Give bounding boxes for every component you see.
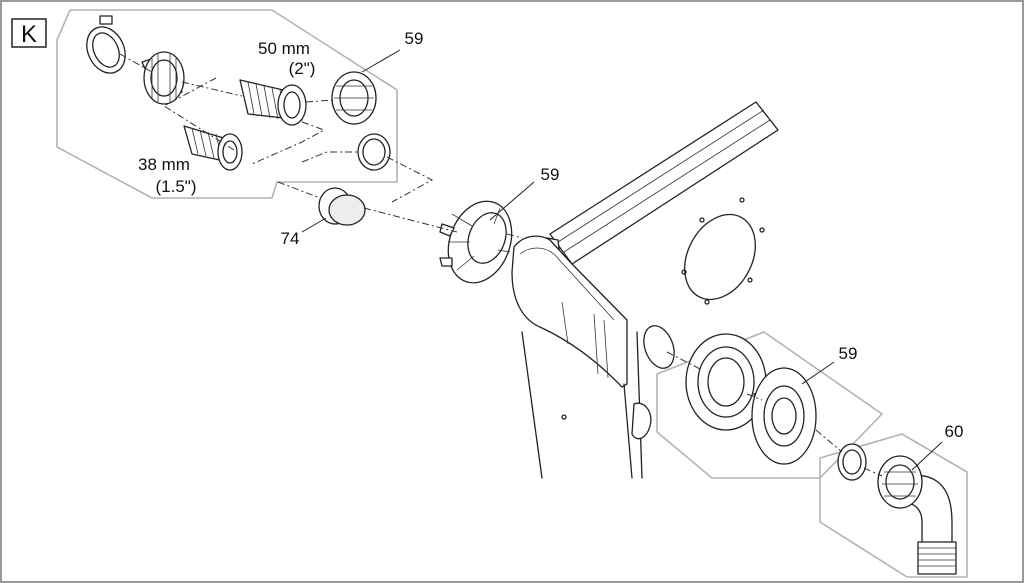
elbow-fitting bbox=[877, 455, 957, 575]
label-part-59-middle: 59 bbox=[541, 165, 560, 184]
assembly-lines bbox=[119, 53, 883, 477]
label-size-1-5in: (1.5") bbox=[156, 177, 197, 196]
leader-lines bbox=[301, 49, 943, 471]
threaded-nut-small bbox=[141, 51, 185, 105]
hose-clamp bbox=[86, 15, 126, 74]
label-part-74: 74 bbox=[281, 229, 300, 248]
hose-adapter-38mm bbox=[183, 125, 243, 171]
locking-ring bbox=[837, 443, 867, 481]
wall-fitting-flange bbox=[685, 333, 767, 431]
accessory-kit-panel bbox=[56, 9, 398, 199]
hose-adapter-50mm bbox=[239, 79, 307, 126]
panel-letter-box: K bbox=[11, 18, 47, 48]
label-part-60: 60 bbox=[945, 422, 964, 441]
label-size-38mm: 38 mm bbox=[138, 155, 190, 174]
plug-cap-74 bbox=[318, 187, 366, 226]
label-part-59-top: 59 bbox=[405, 29, 424, 48]
panel-letter: K bbox=[21, 21, 37, 48]
pool-tank bbox=[511, 101, 779, 479]
o-ring bbox=[357, 133, 391, 171]
threaded-nut-large bbox=[331, 71, 377, 125]
skimmer-flange bbox=[439, 200, 513, 284]
label-size-2in: (2") bbox=[289, 59, 316, 78]
elbow-fitting-panel bbox=[819, 433, 968, 578]
label-size-50mm: 50 mm bbox=[258, 39, 310, 58]
label-part-59-lower: 59 bbox=[839, 344, 858, 363]
wall-fitting-body bbox=[751, 367, 817, 465]
